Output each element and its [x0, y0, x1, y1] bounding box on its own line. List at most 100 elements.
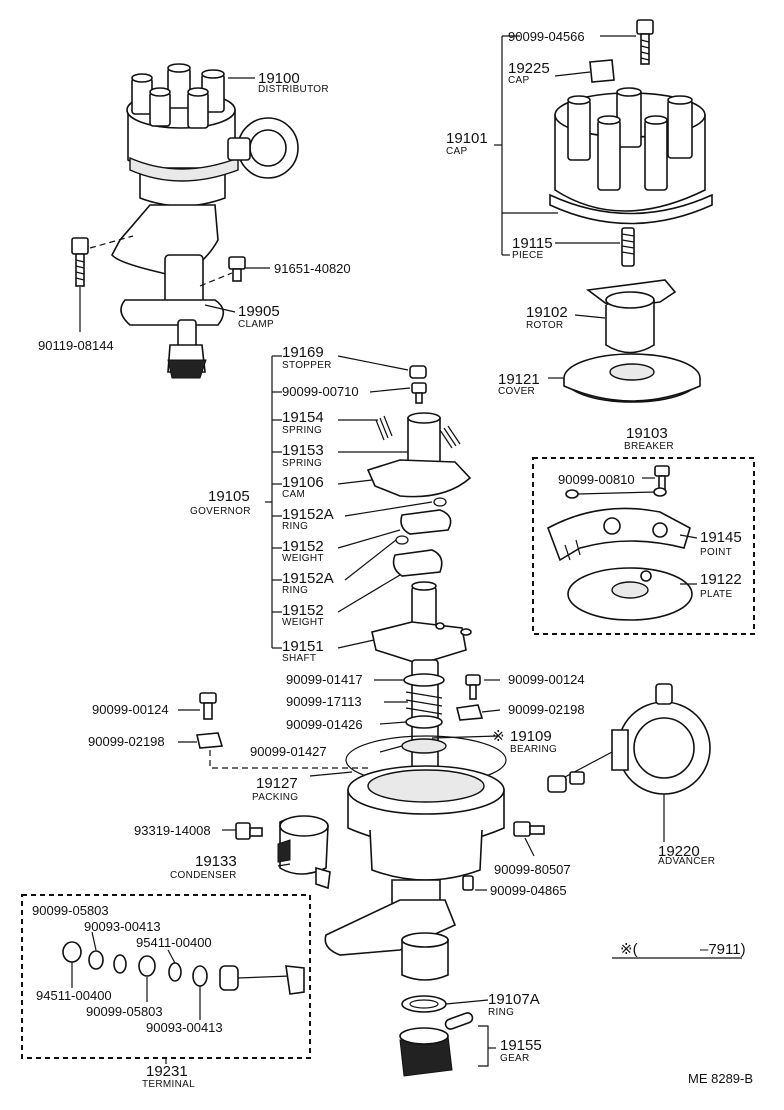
- svg-text:SPRING: SPRING: [282, 458, 322, 469]
- footnote-mark: ※(: [620, 941, 638, 958]
- svg-text:RING: RING: [282, 585, 308, 596]
- svg-text:19109: 19109: [510, 728, 552, 745]
- label-washer-00413-a: 90093-00413: [84, 919, 161, 934]
- weight-1-drawing: [400, 509, 452, 535]
- label-clip-02198-left: 90099-02198: [88, 734, 165, 749]
- ring-19107a-drawing: [401, 995, 447, 1013]
- svg-text:19905: 19905: [238, 303, 280, 320]
- label-spring-19153: 19153 SPRING: [282, 442, 324, 469]
- svg-text:COVER: COVER: [498, 386, 535, 397]
- svg-text:PLATE: PLATE: [700, 589, 732, 600]
- label-distributor: 19100 DISTRIBUTOR: [258, 70, 329, 95]
- svg-text:19153: 19153: [282, 442, 324, 459]
- label-bearing: ※ 19109 BEARING: [492, 728, 557, 755]
- svg-text:19101: 19101: [446, 130, 488, 147]
- point-drawing: [547, 507, 691, 562]
- washers-spring-stack-drawing: [401, 673, 447, 754]
- leader-lines: [21, 35, 755, 1067]
- piece-drawing: [621, 227, 635, 267]
- label-washer-01426: 90099-01426: [286, 717, 363, 732]
- label-clamp: 19905 CLAMP: [238, 303, 280, 330]
- clip-02198-right-drawing: [456, 704, 484, 721]
- svg-text:STOPPER: STOPPER: [282, 360, 332, 371]
- label-breaker: 19103 BREAKER: [624, 425, 674, 452]
- svg-text:19225: 19225: [508, 60, 550, 77]
- label-screw-04566: 90099-04566: [508, 29, 585, 44]
- cap-insert-drawing: [589, 59, 615, 83]
- screw-00124-right-drawing: [465, 674, 481, 700]
- svg-text:CAP: CAP: [446, 146, 467, 157]
- ring-drawing: [433, 497, 447, 507]
- label-screw-00810: 90099-00810: [558, 472, 635, 487]
- screw-80507-drawing: [513, 821, 545, 837]
- label-washer-00400-a: 95411-00400: [136, 935, 212, 950]
- label-governor: 19105 GOVERNOR: [190, 488, 250, 517]
- label-weight-1: 19152 WEIGHT: [282, 538, 324, 564]
- svg-text:19105: 19105: [208, 488, 250, 505]
- label-cap: 19101 CAP: [446, 130, 488, 157]
- svg-text:19100: 19100: [258, 70, 300, 87]
- plate-drawing: [567, 567, 693, 621]
- label-shaft: 19151 SHAFT: [282, 638, 324, 664]
- svg-text:CAM: CAM: [282, 489, 305, 500]
- label-washer-01427: 90099-01427: [250, 744, 327, 759]
- svg-text:RING: RING: [282, 521, 308, 532]
- housing-drawing: [324, 735, 507, 981]
- label-ring-19107a: 19107A RING: [488, 991, 540, 1018]
- labels: 19100 DISTRIBUTOR 90119-08144 91651-4082…: [32, 29, 753, 1090]
- svg-text:19169: 19169: [282, 344, 324, 361]
- label-terminal: 19231 TERMINAL: [142, 1063, 195, 1090]
- footnote-range: –7911): [700, 941, 746, 958]
- label-packing: 19127 PACKING: [252, 775, 298, 803]
- label-point: 19145 POINT: [700, 529, 742, 558]
- svg-text:ROTOR: ROTOR: [526, 320, 563, 331]
- svg-text:19115: 19115: [512, 235, 553, 252]
- svg-text:PIECE: PIECE: [512, 250, 544, 261]
- label-washer-00413-b: 90093-00413: [146, 1020, 223, 1035]
- svg-text:BREAKER: BREAKER: [624, 441, 674, 452]
- svg-text:19106: 19106: [282, 474, 324, 491]
- label-washer-00400-b: 94511-00400: [36, 988, 112, 1003]
- svg-text:DISTRIBUTOR: DISTRIBUTOR: [258, 84, 329, 95]
- governor-cam-drawing: [366, 412, 472, 498]
- screw-00710-drawing: [411, 382, 427, 404]
- stopper-drawing: [409, 365, 427, 379]
- weight-2-drawing: [392, 535, 443, 577]
- label-advancer: 19220 ADVANCER: [658, 843, 715, 867]
- label-ring-a2: 19152A RING: [282, 570, 334, 596]
- label-ring-a1: 19152A RING: [282, 506, 334, 532]
- cap-drawing: [549, 87, 713, 225]
- svg-text:RING: RING: [488, 1007, 514, 1018]
- svg-text:19107A: 19107A: [488, 991, 540, 1008]
- label-spring-19154: 19154 SPRING: [282, 409, 324, 436]
- label-cap-sub: 19225 CAP: [508, 60, 550, 86]
- svg-text:19152A: 19152A: [282, 570, 334, 587]
- label-screw-00124-left: 90099-00124: [92, 702, 169, 717]
- svg-text:CONDENSER: CONDENSER: [170, 870, 237, 881]
- label-bolt-91651: 91651-40820: [274, 261, 351, 276]
- svg-text:※: ※: [492, 728, 505, 745]
- svg-text:WEIGHT: WEIGHT: [282, 553, 324, 564]
- label-stopper: 19169 STOPPER: [282, 344, 332, 371]
- rotor-drawing: [585, 279, 677, 354]
- condenser-drawing: [277, 815, 331, 890]
- svg-text:ADVANCER: ADVANCER: [658, 856, 715, 867]
- label-weight-2: 19152 WEIGHT: [282, 602, 324, 628]
- label-gear: 19155 GEAR: [500, 1037, 542, 1064]
- svg-text:19103: 19103: [626, 425, 668, 442]
- svg-text:19133: 19133: [195, 853, 237, 870]
- label-clip-02198-right: 90099-02198: [508, 702, 585, 717]
- svg-text:19102: 19102: [526, 304, 568, 321]
- label-screw-80507: 90099-80507: [494, 862, 571, 877]
- svg-text:CAP: CAP: [508, 75, 529, 86]
- clip-02198-left-drawing: [196, 732, 224, 749]
- label-condenser: 19133 CONDENSER: [170, 853, 237, 881]
- svg-text:19155: 19155: [500, 1037, 542, 1054]
- svg-text:PACKING: PACKING: [252, 792, 298, 803]
- svg-text:GEAR: GEAR: [500, 1053, 530, 1064]
- label-cover: 19121 COVER: [498, 371, 540, 397]
- svg-text:POINT: POINT: [700, 547, 732, 558]
- svg-text:SPRING: SPRING: [282, 425, 322, 436]
- label-bolt-90119: 90119-08144: [38, 338, 114, 353]
- svg-text:19152A: 19152A: [282, 506, 334, 523]
